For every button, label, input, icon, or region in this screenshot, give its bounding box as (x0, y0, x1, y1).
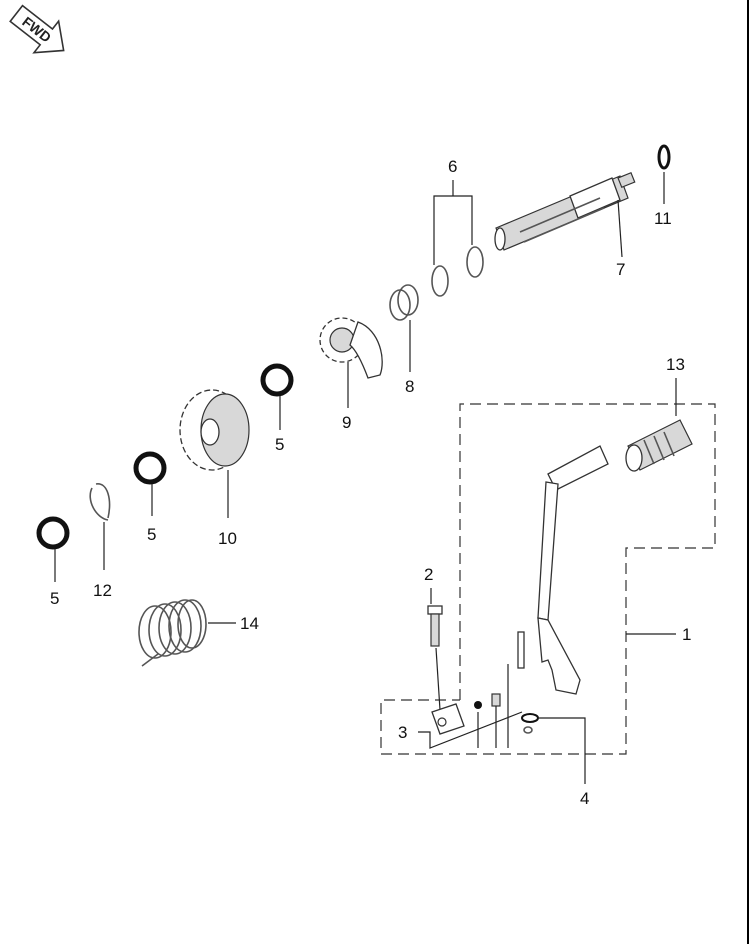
callout-5-middle: 5 (147, 525, 156, 544)
callout-12: 12 (93, 581, 112, 600)
callout-14: 14 (240, 614, 259, 633)
gear-part-10 (179, 389, 250, 471)
coil-spring-part-14 (138, 599, 207, 667)
page-border (747, 0, 749, 944)
callout-9: 9 (342, 413, 351, 432)
forward-arrow-icon: FWD (9, 4, 65, 54)
callout-10: 10 (218, 529, 237, 548)
callout-13: 13 (666, 355, 685, 374)
kick-shaft-part-7 (494, 171, 636, 251)
callout-11: 11 (654, 209, 672, 228)
bolt-part-2 (427, 605, 443, 647)
washer-part-5-upper (260, 363, 294, 397)
callout-5-lower: 5 (50, 589, 59, 608)
grip-rubber-part-13 (625, 419, 693, 472)
callout-1: 1 (682, 625, 691, 644)
circlip-part-6a (466, 246, 484, 278)
callout-5-upper: 5 (275, 435, 284, 454)
spring-clip-part-8 (389, 284, 419, 321)
snap-ring-part-12 (89, 483, 111, 521)
lever-boss-part-3 (431, 631, 525, 735)
callout-3: 3 (398, 723, 407, 742)
kick-lever (537, 445, 609, 695)
callout-8: 8 (405, 377, 414, 396)
washer-part-5-middle (133, 451, 167, 485)
assembly-1-boundary (380, 403, 716, 755)
callout-4: 4 (580, 789, 589, 808)
callout-7: 7 (616, 260, 625, 279)
o-ring-part-4 (521, 713, 539, 723)
o-ring-part-11 (657, 144, 671, 170)
callout-2: 2 (424, 565, 433, 584)
callout-6: 6 (448, 157, 457, 176)
washer-part-5-lower (36, 516, 70, 550)
circlip-part-6b (431, 265, 449, 297)
ratchet-part-9 (319, 317, 383, 379)
